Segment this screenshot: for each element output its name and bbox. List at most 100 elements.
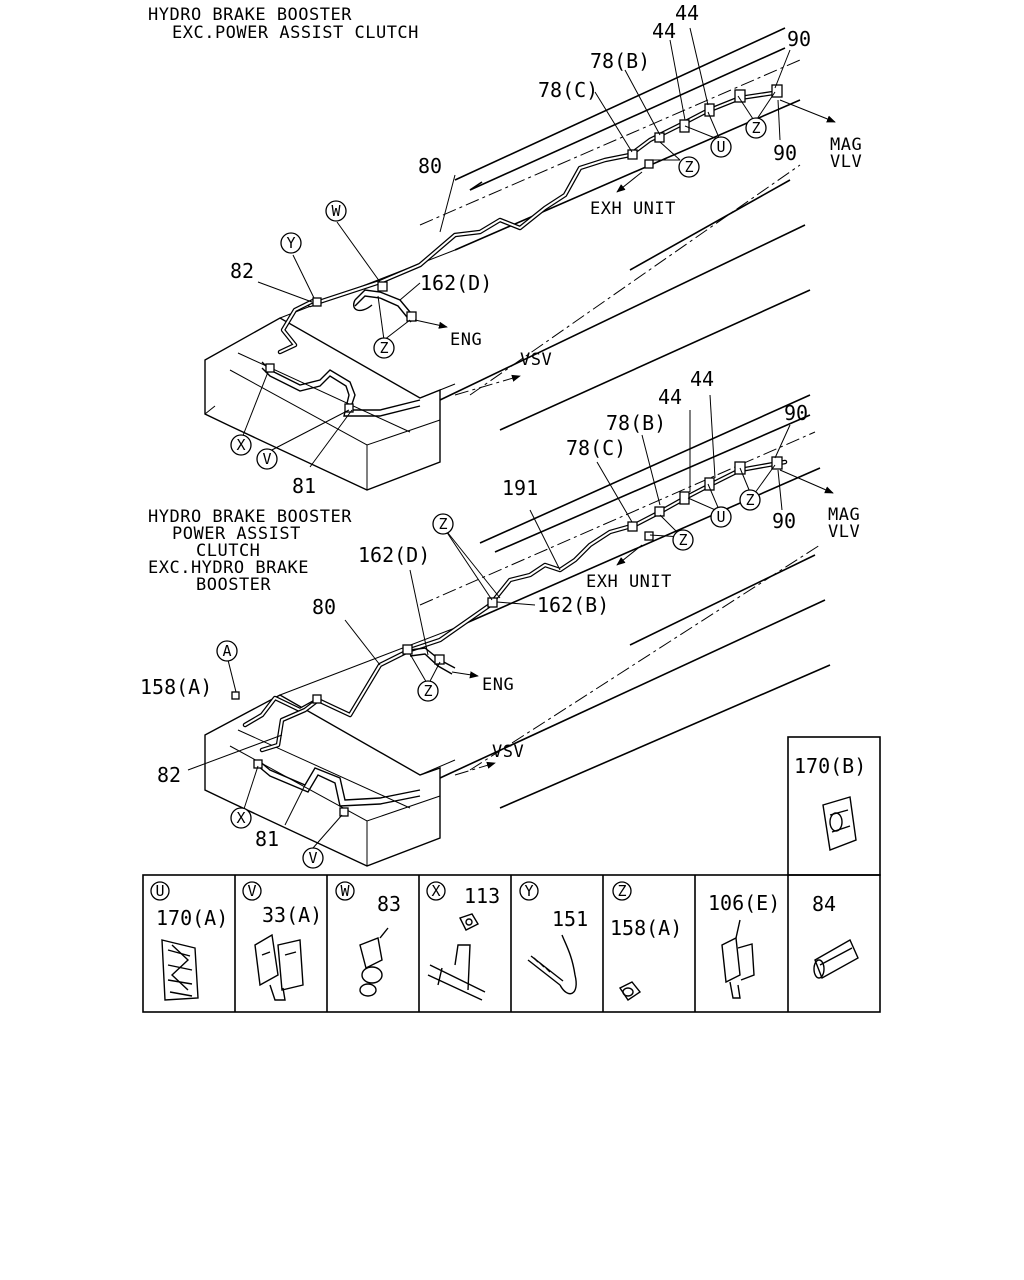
lower-view: U Z Z Z Z A X V HYDRO BRAKE BOOSTER POWE… bbox=[140, 367, 860, 869]
legend-part-106e: 106(E) bbox=[708, 891, 780, 915]
lower-title-line1: HYDRO BRAKE BOOSTER bbox=[148, 507, 352, 527]
svg-text:Z: Z bbox=[751, 119, 760, 137]
callout-x-upper: X bbox=[230, 434, 252, 456]
callout-z-upper-2: Z bbox=[745, 117, 767, 139]
upper-pipe-82 bbox=[277, 297, 318, 355]
legend-part-84: 84 bbox=[812, 892, 836, 916]
upper-label-78b: 78(B) bbox=[590, 49, 650, 73]
lower-label-44b: 44 bbox=[658, 385, 682, 409]
upper-label-vlv: VLV bbox=[830, 152, 862, 172]
legend-icon-tie-151 bbox=[527, 934, 577, 995]
svg-text:Z: Z bbox=[617, 882, 626, 900]
callout-v-upper: V bbox=[256, 448, 278, 470]
upper-title-line2: EXC.POWER ASSIST CLUTCH bbox=[172, 23, 419, 43]
legend-part-151: 151 bbox=[552, 907, 588, 931]
upper-view: U Z Z Z W Y X V HYDRO BRAKE BOOSTER EXC.… bbox=[148, 1, 862, 498]
legend-box-u: U 170(A) bbox=[150, 881, 228, 1001]
lower-label-191: 191 bbox=[502, 476, 538, 500]
upper-arrow-eng bbox=[414, 319, 448, 329]
callout-w-upper: W bbox=[325, 200, 347, 222]
legend-icon-clip-33a bbox=[254, 933, 304, 1001]
callout-v-lower: V bbox=[302, 847, 324, 869]
legend-box-x: X 113 bbox=[426, 881, 500, 1001]
lower-label-exh-unit: EXH UNIT bbox=[586, 572, 672, 592]
lower-label-mag: MAG bbox=[828, 505, 860, 525]
legend-part-113: 113 bbox=[464, 884, 500, 908]
callout-z-upper-1: Z bbox=[678, 156, 700, 178]
legend-part-158a: 158(A) bbox=[610, 916, 682, 940]
legend-icon-clip-170b bbox=[822, 796, 857, 851]
legend-icon-clip-106e bbox=[721, 919, 755, 999]
upper-label-82: 82 bbox=[230, 259, 254, 283]
lower-pipe-81 bbox=[257, 759, 421, 807]
legend-part-83: 83 bbox=[377, 892, 401, 916]
svg-text:V: V bbox=[308, 849, 317, 867]
svg-text:U: U bbox=[716, 138, 725, 156]
legend-box-v: V 33(A) bbox=[242, 881, 322, 1001]
upper-label-90a: 90 bbox=[787, 27, 811, 51]
svg-text:W: W bbox=[340, 882, 350, 900]
svg-text:Z: Z bbox=[684, 158, 693, 176]
lower-title-line5: BOOSTER bbox=[196, 575, 271, 595]
lower-pipe-80 bbox=[242, 602, 493, 728]
callout-x-lower: X bbox=[230, 807, 252, 829]
upper-label-mag: MAG bbox=[830, 135, 862, 155]
legend-box-w: W 83 bbox=[335, 881, 401, 997]
legend-box-106e: 106(E) bbox=[708, 891, 780, 999]
upper-label-44a: 44 bbox=[675, 1, 699, 25]
lower-title-line3: CLUTCH bbox=[196, 541, 260, 561]
legend-icon-clip-170a bbox=[161, 939, 199, 1001]
lower-label-90b: 90 bbox=[772, 509, 796, 533]
upper-arrow-mag bbox=[779, 99, 836, 123]
upper-label-exh-unit: EXH UNIT bbox=[590, 199, 676, 219]
svg-text:Z: Z bbox=[438, 515, 447, 533]
legend-part-170b: 170(B) bbox=[794, 754, 866, 778]
upper-leaders bbox=[241, 27, 791, 468]
legend-box-y: Y 151 bbox=[519, 881, 588, 995]
lower-pipe-82 bbox=[259, 697, 321, 753]
legend-part-170a: 170(A) bbox=[156, 906, 228, 930]
callout-y-upper: Y bbox=[280, 232, 302, 254]
svg-text:Z: Z bbox=[745, 491, 754, 509]
upper-label-44b: 44 bbox=[652, 19, 676, 43]
lower-frame-rail bbox=[204, 394, 831, 867]
lower-label-vsv: VSV bbox=[492, 742, 524, 762]
legend-icon-clip-83 bbox=[359, 927, 389, 997]
svg-text:W: W bbox=[331, 202, 341, 220]
lower-label-162d: 162(D) bbox=[358, 543, 430, 567]
svg-text:Z: Z bbox=[678, 531, 687, 549]
lower-branch-eng bbox=[409, 647, 456, 669]
lower-label-44a: 44 bbox=[690, 367, 714, 391]
upper-pipe-80 bbox=[307, 89, 783, 308]
lower-label-eng: ENG bbox=[482, 675, 514, 695]
callout-z-lower-3: Z bbox=[417, 680, 439, 702]
lower-label-158a: 158(A) bbox=[140, 675, 212, 699]
lower-label-78c: 78(C) bbox=[566, 436, 626, 460]
svg-text:U: U bbox=[716, 508, 725, 526]
svg-text:V: V bbox=[247, 882, 256, 900]
lower-label-80: 80 bbox=[312, 595, 336, 619]
svg-text:X: X bbox=[236, 436, 245, 454]
callout-z-lower-4: Z bbox=[432, 513, 454, 535]
upper-label-80: 80 bbox=[418, 154, 442, 178]
upper-arrow-exh bbox=[616, 171, 643, 193]
callout-u-lower: U bbox=[710, 506, 732, 528]
svg-text:Z: Z bbox=[423, 682, 432, 700]
lower-label-vlv: VLV bbox=[828, 522, 860, 542]
upper-clips bbox=[265, 84, 783, 413]
callout-a-lower: A bbox=[216, 640, 238, 662]
svg-text:Y: Y bbox=[286, 234, 295, 252]
callout-u-upper: U bbox=[710, 136, 732, 158]
legend-part-33a: 33(A) bbox=[262, 903, 322, 927]
lower-title-line4: EXC.HYDRO BRAKE bbox=[148, 558, 309, 578]
upper-arrow-vsv bbox=[454, 374, 521, 396]
svg-text:A: A bbox=[222, 642, 231, 660]
upper-label-78c: 78(C) bbox=[538, 78, 598, 102]
legend-icon-clip-158a bbox=[618, 981, 642, 1001]
legend-icon-sleeve-84 bbox=[813, 939, 859, 980]
lower-title-line2: POWER ASSIST bbox=[172, 524, 301, 544]
lower-arrow-exh bbox=[616, 544, 643, 566]
svg-text:U: U bbox=[155, 882, 164, 900]
svg-text:Y: Y bbox=[524, 882, 533, 900]
